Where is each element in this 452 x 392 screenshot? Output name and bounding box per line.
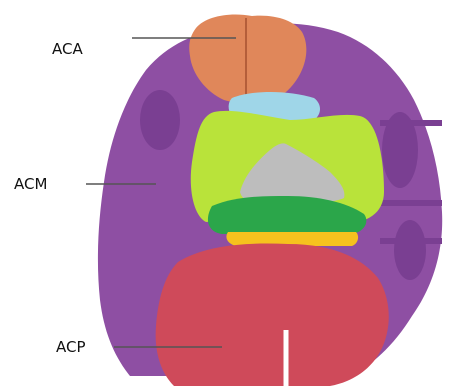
acp-label: ACP — [56, 338, 86, 356]
acm-label: ACM — [14, 175, 47, 193]
acm-stripe-3 — [380, 238, 442, 244]
acm-stripe-2 — [380, 200, 442, 206]
acm-texture-left — [140, 90, 180, 150]
aca-label: ACA — [52, 40, 83, 58]
central-yellow-region — [226, 232, 358, 246]
acm-texture-right-low — [394, 220, 426, 280]
acm-stripe-1 — [380, 120, 442, 126]
acp-territory-region — [156, 244, 389, 386]
